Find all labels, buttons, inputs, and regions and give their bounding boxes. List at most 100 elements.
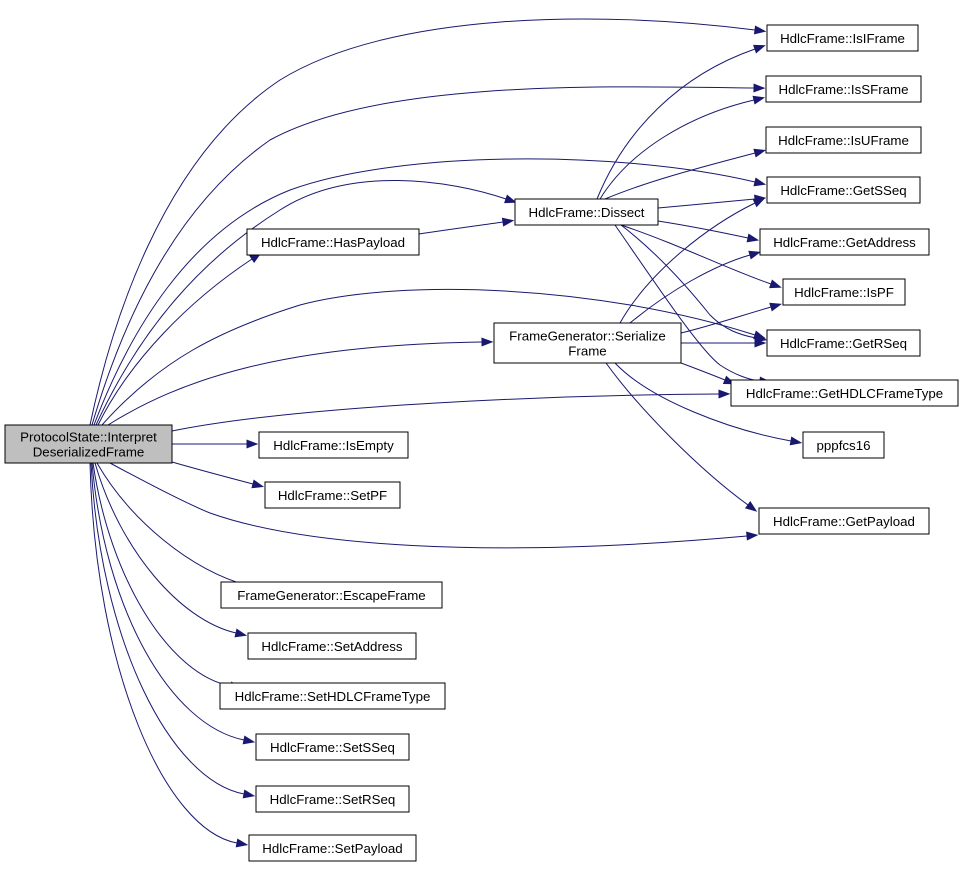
edge-line: [680, 306, 772, 334]
node-set-payload[interactable]: HdlcFrame::SetPayload: [248, 834, 417, 862]
node-label: HdlcFrame::SetHDLCFrameType: [235, 689, 431, 704]
node-box: [730, 379, 959, 407]
node-label: HdlcFrame::Dissect: [529, 205, 645, 220]
arrowhead-icon: [235, 838, 249, 848]
node-is-uframe[interactable]: HdlcFrame::IsUFrame: [765, 126, 922, 154]
arrowhead-icon: [769, 302, 782, 312]
arrowhead-icon: [753, 25, 767, 35]
edge-line: [619, 202, 756, 324]
node-label: Frame: [568, 344, 606, 359]
node-label: DeserializedFrame: [33, 445, 145, 460]
node-is-pf[interactable]: HdlcFrame::IsPF: [782, 278, 906, 306]
node-box: [258, 431, 409, 459]
edge-line: [629, 254, 751, 324]
edge-line: [171, 461, 254, 485]
arrowhead-icon: [246, 439, 259, 449]
call-nodes: ProtocolState::InterpretDeserializedFram…: [4, 24, 959, 862]
edge-line: [418, 221, 504, 235]
edge-root-to-escape-frame: [96, 462, 261, 591]
edge-line: [171, 393, 720, 432]
node-get-hdlcframe-type[interactable]: HdlcFrame::GetHDLCFrameType: [730, 379, 959, 407]
edge-line: [109, 462, 748, 549]
call-edges: [89, 18, 803, 848]
edge-line: [604, 152, 756, 200]
edge-line: [94, 462, 237, 634]
node-label: HdlcFrame::SetPF: [278, 488, 387, 503]
node-label: HdlcFrame::SetPayload: [262, 841, 402, 856]
node-pppfcs16[interactable]: pppfcs16: [802, 431, 885, 459]
arrowhead-icon: [718, 389, 731, 399]
edge-root-to-set-rseq: [90, 462, 256, 799]
node-get-sseq[interactable]: HdlcFrame::GetSSeq: [766, 176, 921, 204]
node-set-rseq[interactable]: HdlcFrame::SetRSeq: [255, 785, 410, 813]
node-box: [264, 481, 401, 509]
node-box: [765, 75, 922, 103]
edge-line: [90, 462, 245, 795]
edge-line: [92, 462, 232, 687]
edge-line: [614, 362, 792, 442]
arrowhead-icon: [234, 628, 248, 638]
node-set-hdlcframe-type[interactable]: HdlcFrame::SetHDLCFrameType: [219, 682, 446, 710]
node-label: HdlcFrame::GetRSeq: [780, 336, 907, 351]
edge-dissect-to-is-iframe: [596, 44, 766, 200]
node-is-sframe[interactable]: HdlcFrame::IsSFrame: [765, 75, 922, 103]
node-label: HdlcFrame::IsPF: [794, 285, 894, 300]
edge-root-to-serialize-frame: [107, 337, 494, 426]
node-get-rseq[interactable]: HdlcFrame::GetRSeq: [766, 329, 921, 357]
edge-line: [657, 220, 749, 239]
edge-line: [93, 158, 756, 426]
edge-root-to-get-payload: [109, 462, 759, 549]
edge-line: [101, 288, 756, 426]
node-label: FrameGenerator::Serialize: [509, 329, 666, 344]
node-get-payload[interactable]: HdlcFrame::GetPayload: [758, 507, 930, 535]
arrowhead-icon: [752, 95, 766, 105]
node-has-payload[interactable]: HdlcFrame::HasPayload: [246, 228, 420, 256]
edge-serialize-frame-to-is-pf: [680, 302, 782, 334]
node-set-address[interactable]: HdlcFrame::SetAddress: [247, 632, 417, 660]
node-escape-frame[interactable]: FrameGenerator::EscapeFrame: [220, 581, 443, 609]
edge-dissect-to-get-address: [657, 220, 760, 243]
edge-line: [97, 258, 253, 426]
node-get-address[interactable]: HdlcFrame::GetAddress: [759, 228, 930, 256]
node-box: [219, 682, 446, 710]
node-label: HdlcFrame::SetAddress: [261, 639, 402, 654]
node-label: HdlcFrame::IsIFrame: [780, 31, 905, 46]
node-label: HdlcFrame::HasPayload: [261, 235, 405, 250]
node-label: HdlcFrame::GetAddress: [773, 235, 916, 250]
arrowhead-icon: [753, 177, 767, 187]
edge-line: [95, 180, 507, 426]
node-box: [248, 834, 417, 862]
arrowhead-icon: [744, 501, 758, 512]
node-box: [4, 424, 173, 464]
node-set-pf[interactable]: HdlcFrame::SetPF: [264, 481, 401, 509]
edge-line: [599, 99, 755, 200]
node-dissect[interactable]: HdlcFrame::Dissect: [514, 198, 659, 226]
arrowhead-icon: [242, 789, 256, 799]
arrowhead-icon: [481, 337, 494, 347]
node-is-iframe[interactable]: HdlcFrame::IsIFrame: [766, 24, 919, 52]
edge-line: [91, 86, 755, 426]
edge-line: [605, 362, 749, 506]
arrowhead-icon: [789, 436, 803, 446]
arrowhead-icon: [504, 194, 517, 204]
edge-line: [620, 224, 757, 339]
arrowhead-icon: [242, 735, 256, 745]
edge-line: [620, 224, 772, 285]
node-label: pppfcs16: [817, 438, 871, 453]
edge-has-payload-to-dissect: [418, 217, 515, 235]
node-box: [766, 176, 921, 204]
arrowhead-icon: [769, 279, 782, 289]
node-label: FrameGenerator::EscapeFrame: [237, 588, 425, 603]
edge-line: [107, 341, 483, 426]
edge-line: [680, 362, 726, 381]
node-box: [759, 228, 930, 256]
edge-dissect-to-is-uframe: [604, 148, 767, 200]
edge-serialize-frame-to-get-address: [629, 250, 761, 324]
node-label: HdlcFrame::SetSSeq: [270, 740, 395, 755]
node-set-sseq[interactable]: HdlcFrame::SetSSeq: [255, 733, 410, 761]
edge-line: [89, 18, 756, 426]
edge-root-to-set-pf: [171, 461, 265, 489]
arrowhead-icon: [251, 479, 265, 489]
node-is-empty[interactable]: HdlcFrame::IsEmpty: [258, 431, 409, 459]
